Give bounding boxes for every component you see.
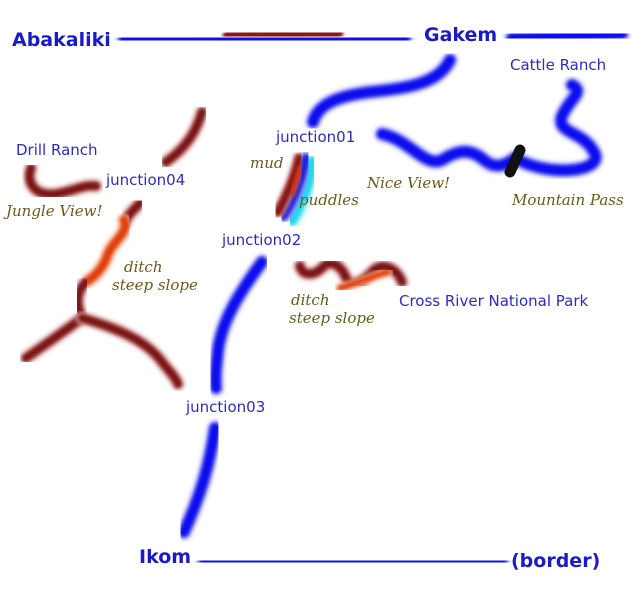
- note-ditch-slope-park: ditch steep slope: [289, 291, 375, 327]
- junction-label-03: junction03: [186, 398, 266, 416]
- place-label-cattle-ranch: Cattle Ranch: [510, 56, 607, 74]
- note-puddles: puddles: [299, 191, 359, 209]
- road-gakem-east[interactable]: [507, 29, 627, 43]
- puddle-track-blue[interactable]: [280, 154, 310, 220]
- junction-label-02: junction02: [222, 231, 302, 249]
- city-label-border: (border): [511, 550, 601, 572]
- track-drill-ranch-junction04[interactable]: [25, 164, 100, 199]
- place-label-drill-ranch: Drill Ranch: [16, 141, 98, 159]
- road-junction02-junction03[interactable]: [210, 257, 267, 393]
- mountain-pass-marker: [504, 144, 526, 178]
- track-west-branch-left[interactable]: [22, 314, 86, 362]
- note-ditch-slope-west: ditch steep slope: [112, 258, 198, 294]
- note-ditch-park: ditch: [291, 291, 330, 309]
- track-west-branch-right[interactable]: [78, 314, 182, 388]
- dirt-tracks: [19, 105, 409, 391]
- note-mud: mud: [250, 154, 284, 172]
- junction-label-04: junction04: [106, 171, 186, 189]
- road-junction03-ikom[interactable]: [179, 423, 220, 537]
- track-junction04-north[interactable]: [162, 108, 206, 166]
- main-roads: [116, 26, 630, 570]
- track-west-branch-right-halo: [75, 311, 185, 391]
- note-steep-slope-west: steep slope: [112, 276, 198, 294]
- road-gakem-junction01[interactable]: [308, 55, 455, 127]
- city-label-abakaliki: Abakaliki: [12, 29, 111, 51]
- note-steep-slope-park: steep slope: [289, 309, 375, 327]
- note-ditch-west: ditch: [124, 258, 163, 276]
- city-label-gakem: Gakem: [424, 24, 498, 46]
- note-jungle-view: Jungle View!: [6, 202, 103, 220]
- puddle-water: [287, 157, 317, 225]
- mud-puddle-track: [272, 151, 320, 228]
- place-label-cross-river-park: Cross River National Park: [399, 292, 589, 310]
- city-label-ikom: Ikom: [139, 546, 192, 568]
- note-nice-view: Nice View!: [367, 174, 451, 192]
- track-park-slope: [337, 269, 391, 291]
- note-mountain-pass: Mountain Pass: [512, 191, 624, 209]
- mud-patch: [289, 165, 303, 197]
- track-west-slope[interactable]: [82, 216, 130, 286]
- road-abakaliki-gakem-dirt-overlay: [222, 27, 344, 42]
- track-park[interactable]: [296, 259, 406, 288]
- junction-label-01: junction01: [276, 128, 356, 146]
- mud-track[interactable]: [274, 154, 303, 216]
- road-ikom-border[interactable]: [199, 556, 507, 567]
